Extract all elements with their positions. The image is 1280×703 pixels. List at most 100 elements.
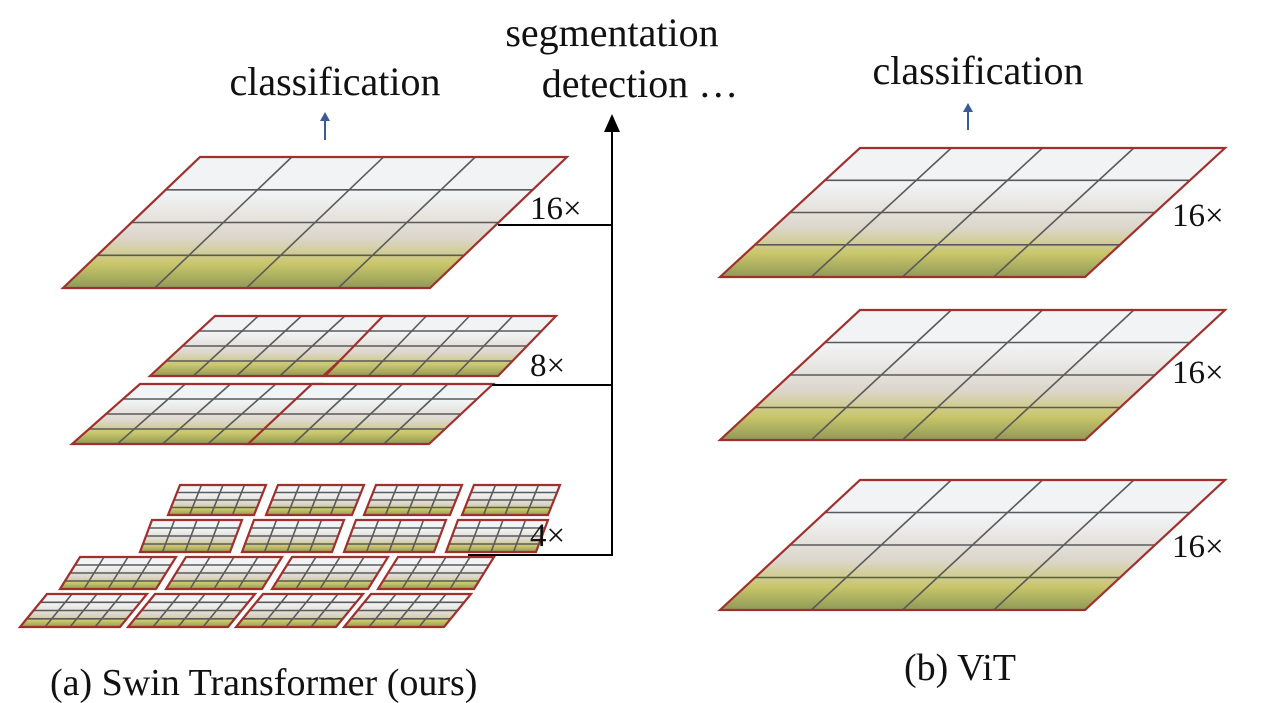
patch-border xyxy=(138,518,244,554)
swin-window xyxy=(444,518,550,554)
patch-grid xyxy=(367,484,459,516)
swin-window xyxy=(164,555,284,591)
patch-border xyxy=(17,592,150,629)
grid-line-vertical xyxy=(449,556,471,590)
vit-feature-map xyxy=(717,308,1228,442)
patch-border xyxy=(60,155,570,290)
swin-factor-8x: 8× xyxy=(530,348,565,384)
patch-grid xyxy=(755,479,1190,611)
patch-border xyxy=(322,314,559,378)
grid-line-vertical xyxy=(94,593,123,628)
patch-grid xyxy=(134,593,249,628)
vit-factor-16x-top: 16× xyxy=(1172,198,1224,234)
patch-border xyxy=(164,555,284,591)
patch-border xyxy=(58,555,178,591)
dense-task-label-line2: detection … xyxy=(542,61,739,106)
patch-border xyxy=(460,483,562,517)
patch-grid xyxy=(449,519,545,553)
patch-border xyxy=(147,314,391,378)
swin-window xyxy=(138,518,244,554)
grid-line-vertical xyxy=(418,593,447,628)
swin-window xyxy=(322,314,559,378)
patch-grid xyxy=(350,593,465,628)
patch-grid xyxy=(383,556,489,590)
patch-border xyxy=(717,146,1228,279)
grid-line-vertical xyxy=(512,519,527,553)
swin-level-16x xyxy=(60,155,570,290)
grid-line-vertical xyxy=(383,383,449,445)
grid-line-vertical xyxy=(993,309,1135,441)
patch-border xyxy=(376,555,496,591)
swin-window xyxy=(460,483,562,517)
swin-panel xyxy=(17,155,570,629)
vit-panel xyxy=(717,146,1228,612)
patch-grid xyxy=(347,519,443,553)
swin-window xyxy=(58,555,178,591)
dense-task-label-line1: segmentation xyxy=(505,10,718,55)
grid-line-vertical xyxy=(279,315,346,377)
swin-window xyxy=(125,592,258,629)
patch-grid xyxy=(26,593,141,628)
patch-grid xyxy=(65,556,171,590)
swin-level-4x xyxy=(17,483,562,629)
patch-grid xyxy=(465,484,557,516)
swin-factor-4x: 4× xyxy=(530,518,565,554)
patch-border xyxy=(342,518,448,554)
grid-line-vertical xyxy=(993,479,1135,611)
patch-grid xyxy=(264,383,477,445)
patch-grid xyxy=(97,156,533,289)
grid-line-vertical xyxy=(993,147,1135,278)
patch-border xyxy=(125,592,258,629)
patch-grid xyxy=(143,519,239,553)
grid-line-vertical xyxy=(343,556,365,590)
swin-window xyxy=(147,314,391,378)
patch-border xyxy=(444,518,550,554)
swin-caption: (a) Swin Transformer (ours) xyxy=(50,662,477,703)
swin-cls-arrow-icon-head xyxy=(320,112,330,121)
swin-window xyxy=(264,483,366,517)
swin-window xyxy=(362,483,464,517)
vit-classification-label: classification xyxy=(872,48,1083,93)
grid-line-vertical xyxy=(207,383,277,445)
patch-border xyxy=(166,483,268,517)
patch-grid xyxy=(171,556,277,590)
swin-level-8x xyxy=(69,314,559,446)
vit-factor-16x-middle: 16× xyxy=(1172,355,1224,391)
patch-grid xyxy=(755,309,1190,441)
patch-grid xyxy=(277,556,383,590)
grid-line-vertical xyxy=(202,593,231,628)
patch-grid xyxy=(245,519,341,553)
patch-border xyxy=(270,555,390,591)
vit-factor-16x-bottom: 16× xyxy=(1172,529,1224,565)
grid-line-vertical xyxy=(410,519,425,553)
patch-grid xyxy=(171,484,263,516)
swin-window xyxy=(166,483,268,517)
swin-classification-label: classification xyxy=(229,59,440,104)
swin-window xyxy=(233,592,366,629)
vit-caption: (b) ViT xyxy=(904,647,1016,689)
swin-window xyxy=(240,518,346,554)
vit-cls-arrow-icon-head xyxy=(963,103,973,112)
patch-border xyxy=(717,478,1228,612)
patch-border xyxy=(264,483,366,517)
swin-window xyxy=(270,555,390,591)
vit-feature-map xyxy=(717,478,1228,612)
patch-grid xyxy=(269,484,361,516)
grid-line-vertical xyxy=(427,484,442,516)
swin-window xyxy=(342,518,448,554)
swin-factor-16x: 16× xyxy=(530,191,582,227)
swin-window xyxy=(69,382,324,446)
patch-border xyxy=(240,518,346,554)
vit-feature-map xyxy=(717,146,1228,279)
grid-line-vertical xyxy=(337,156,476,289)
multi-scale-connector xyxy=(320,103,973,556)
grid-line-vertical xyxy=(329,484,344,516)
grid-line-vertical xyxy=(231,484,246,516)
swin-window xyxy=(341,592,474,629)
patch-grid xyxy=(242,593,357,628)
patch-grid xyxy=(166,315,372,377)
patch-grid xyxy=(339,315,542,377)
patch-border xyxy=(362,483,464,517)
